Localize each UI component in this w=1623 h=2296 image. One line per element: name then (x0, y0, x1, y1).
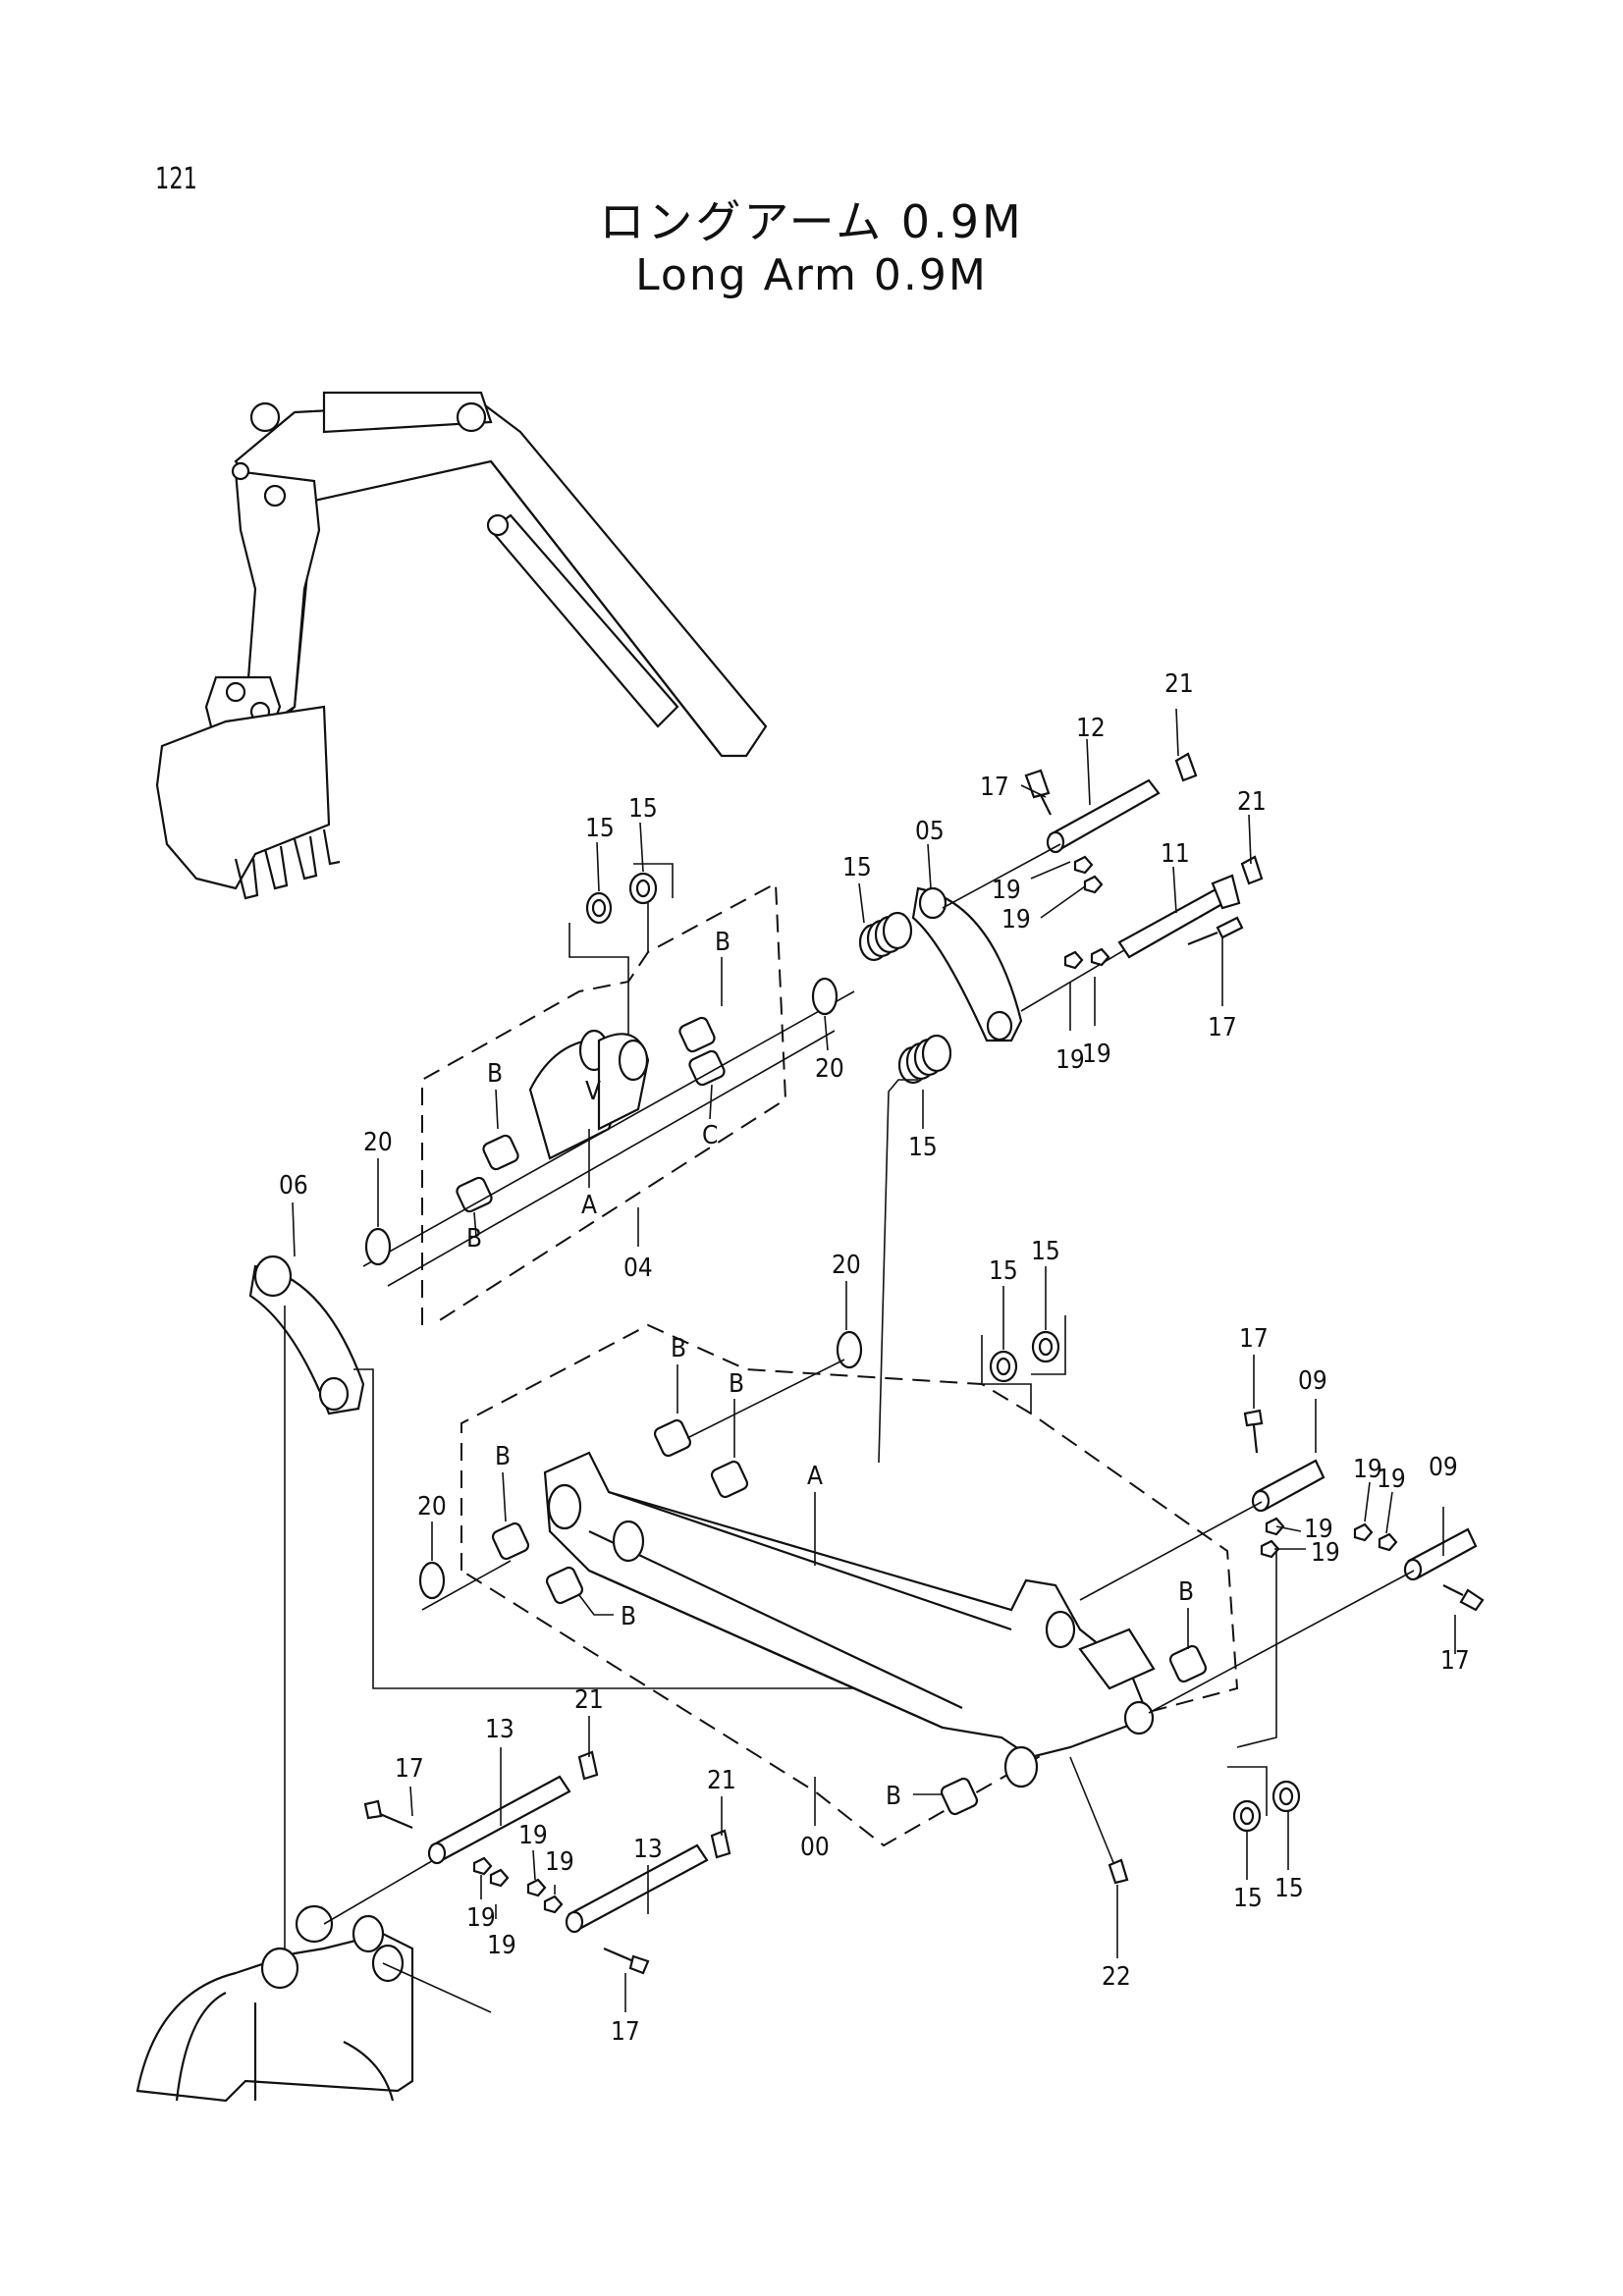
callout-15: 15 (1031, 1237, 1060, 1266)
page-number: 121 (155, 162, 197, 196)
callout-15: 15 (1274, 1874, 1304, 1903)
callout-13: 13 (633, 1835, 663, 1864)
callout-09: 09 (1429, 1453, 1458, 1482)
callout-B: B (487, 1059, 503, 1089)
callout-B: B (621, 1602, 636, 1631)
callout-15: 15 (628, 794, 658, 824)
callout-B: B (729, 1369, 744, 1399)
callout-19: 19 (1311, 1538, 1340, 1568)
callout-A: A (807, 1462, 823, 1491)
callout-labels: 21 12 17 05 19 19 21 11 19 19 17 15 15 1… (279, 669, 1470, 2047)
callout-B: B (466, 1224, 482, 1254)
callout-17: 17 (611, 2017, 640, 2047)
washers-15-upper (585, 872, 658, 925)
callout-19: 19 (545, 1847, 574, 1877)
callout-15: 15 (1233, 1884, 1263, 1913)
excavator-overview-illustration (155, 391, 768, 900)
bucket-lower-illustration (135, 1854, 492, 2103)
assembly-00-dashed-outline (460, 1315, 1277, 1847)
bucket-link-part-04: V (528, 1029, 650, 1160)
callout-11: 11 (1161, 839, 1190, 869)
long-arm-body-00 (543, 1451, 1156, 1789)
callout-13: 13 (485, 1715, 514, 1744)
callout-21: 21 (574, 1685, 604, 1715)
callout-17: 17 (1440, 1646, 1470, 1676)
callout-22: 22 (1102, 1962, 1131, 1992)
callout-19: 19 (1353, 1455, 1382, 1484)
callout-15: 15 (585, 814, 615, 843)
callout-17: 17 (1239, 1324, 1269, 1354)
callout-19: 19 (1304, 1515, 1333, 1544)
callout-19: 19 (466, 1903, 496, 1933)
pins-09 (1079, 1409, 1485, 1714)
callout-20: 20 (832, 1251, 861, 1280)
callout-21: 21 (1164, 669, 1194, 699)
callout-19: 19 (1055, 1045, 1085, 1075)
callout-19: 19 (1377, 1465, 1406, 1494)
callout-21: 21 (1237, 787, 1267, 817)
callout-B: B (886, 1782, 901, 1811)
callout-21: 21 (707, 1766, 736, 1795)
grease-fitting-22 (1069, 1756, 1129, 1885)
link-06 (248, 1255, 1109, 1973)
pins-11-12 (942, 752, 1264, 1012)
callout-09: 09 (1298, 1366, 1327, 1396)
callout-17: 17 (395, 1754, 424, 1784)
callout-19: 19 (1082, 1040, 1111, 1069)
washers-15-lower (989, 1330, 1301, 1833)
bushings-00 (421, 1359, 1208, 1816)
callout-20: 20 (363, 1128, 393, 1157)
callout-15: 15 (989, 1256, 1018, 1286)
callout-C: C (702, 1121, 718, 1150)
callout-19: 19 (487, 1931, 516, 1960)
callout-06: 06 (279, 1171, 308, 1201)
callout-19: 19 (1001, 905, 1031, 934)
link-05 (911, 886, 1023, 1042)
o-rings-20 (364, 977, 863, 1600)
callout-B: B (495, 1442, 511, 1471)
callout-A: A (581, 1191, 597, 1220)
springs-15 (858, 911, 952, 1464)
callout-17: 17 (1208, 1013, 1237, 1042)
title-english: Long Arm 0.9M (635, 250, 988, 300)
callout-15: 15 (842, 853, 872, 882)
callout-leader-lines (292, 708, 1456, 2012)
title-japanese: ロングアーム 0.9M (599, 195, 1024, 248)
callout-B: B (671, 1334, 686, 1363)
assembly-04-dashed-outline (421, 863, 787, 1326)
callout-B: B (1178, 1577, 1194, 1607)
callout-19: 19 (992, 876, 1021, 905)
callout-20: 20 (815, 1054, 844, 1084)
callout-19: 19 (518, 1821, 548, 1850)
callout-00: 00 (800, 1833, 830, 1862)
callout-12: 12 (1076, 714, 1106, 743)
svg-text:V: V (585, 1077, 601, 1106)
callout-05: 05 (915, 817, 945, 846)
callout-20: 20 (417, 1492, 447, 1522)
callout-B: B (715, 928, 730, 957)
callout-17: 17 (980, 773, 1009, 802)
bushings-04 (362, 990, 855, 1287)
callout-04: 04 (623, 1254, 653, 1283)
callout-15: 15 (908, 1133, 938, 1162)
